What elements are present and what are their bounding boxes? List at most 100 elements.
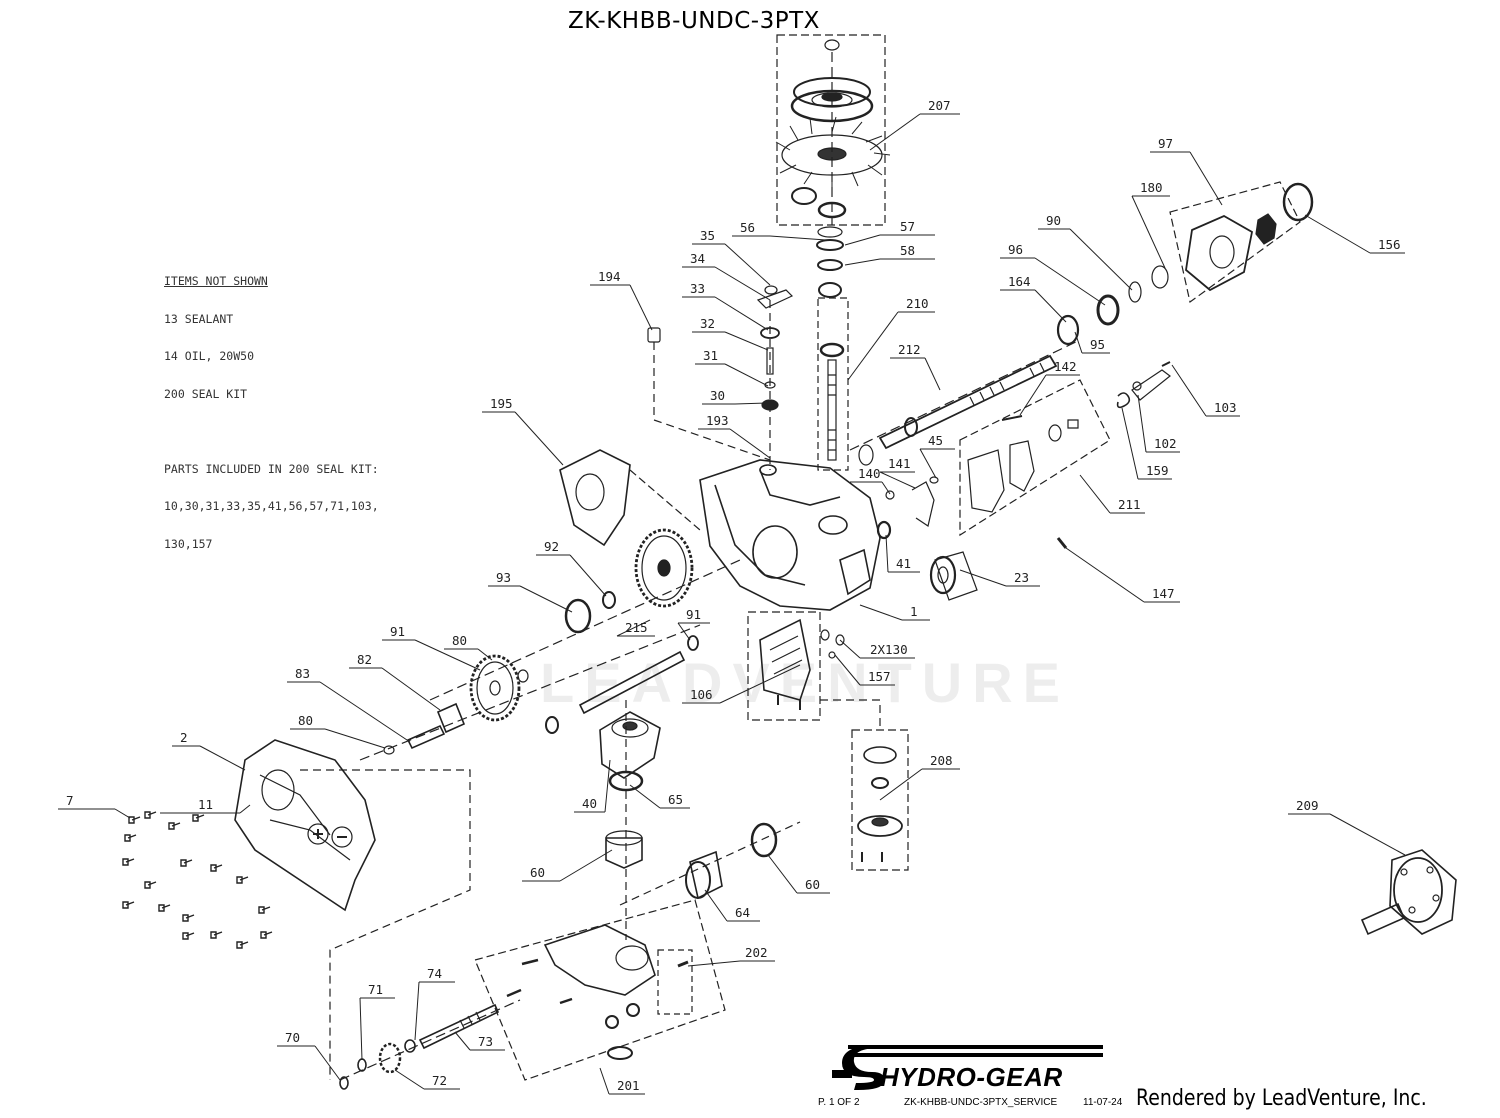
countershaft-215 bbox=[578, 650, 686, 715]
callout-leader bbox=[359, 997, 363, 1061]
bolt bbox=[180, 859, 193, 867]
end-cover-group bbox=[234, 739, 471, 1080]
arm-pivot bbox=[1132, 381, 1142, 391]
housing-ribs bbox=[714, 469, 841, 586]
bolt bbox=[192, 814, 205, 822]
callout-80: 80 bbox=[452, 633, 467, 648]
bearing-93 bbox=[564, 598, 592, 634]
callout-73: 73 bbox=[478, 1034, 493, 1049]
callout-96: 96 bbox=[1008, 242, 1023, 257]
callout-95: 95 bbox=[1090, 337, 1105, 352]
group-box bbox=[776, 34, 886, 226]
callout-leader bbox=[834, 654, 861, 686]
pump-housing-40 bbox=[599, 711, 661, 779]
callout-leader bbox=[514, 411, 564, 466]
callout-leaders bbox=[58, 113, 1406, 1095]
pump-shaft-73 bbox=[418, 1003, 500, 1050]
washer-45 bbox=[929, 476, 939, 484]
callout-leader bbox=[859, 604, 903, 621]
thrust-bearing-60 bbox=[750, 822, 778, 858]
callout-leader bbox=[847, 311, 899, 381]
bolt bbox=[182, 932, 195, 940]
washer-80 bbox=[517, 669, 529, 683]
bolt bbox=[144, 881, 157, 889]
callout-195: 195 bbox=[490, 396, 513, 411]
callout-65: 65 bbox=[668, 792, 683, 807]
logo-bar bbox=[832, 1070, 852, 1078]
callout-leader bbox=[519, 585, 573, 613]
plug-201b bbox=[626, 1003, 640, 1017]
callout-leader bbox=[919, 448, 937, 479]
brake-plate bbox=[967, 449, 1005, 513]
valve-seat bbox=[871, 777, 889, 789]
callout-74: 74 bbox=[427, 966, 442, 981]
side-cover-195 bbox=[559, 449, 631, 547]
side-cover-group bbox=[559, 449, 701, 547]
callout-leader bbox=[881, 481, 891, 495]
bearing-23-bore bbox=[937, 566, 949, 584]
callout-leader bbox=[959, 569, 1007, 587]
ring-71 bbox=[357, 1058, 367, 1072]
callout-leader bbox=[1329, 813, 1406, 856]
bull-gear-group bbox=[564, 528, 699, 651]
ring-90 bbox=[1128, 281, 1142, 303]
notes-line: 130,157 bbox=[164, 536, 213, 551]
bolt bbox=[122, 858, 135, 866]
callout-2: 2 bbox=[180, 730, 188, 745]
callout-32: 32 bbox=[700, 316, 715, 331]
valve-202-box bbox=[657, 949, 693, 1015]
pinion-82 bbox=[436, 702, 466, 734]
callout-leader bbox=[324, 728, 386, 749]
gear-72 bbox=[378, 1042, 402, 1074]
brake-arm bbox=[1009, 440, 1035, 492]
lever-plate bbox=[756, 289, 794, 309]
callout-91: 91 bbox=[686, 607, 701, 622]
footer-doc-id: ZK-KHBB-UNDC-3PTX_SERVICE bbox=[904, 1097, 1058, 1108]
callout-211: 211 bbox=[1118, 497, 1141, 512]
callout-leader bbox=[604, 759, 611, 813]
hydro-gear-logo bbox=[832, 1045, 1103, 1090]
callout-208: 208 bbox=[930, 753, 953, 768]
bearing-96 bbox=[1096, 294, 1120, 326]
main-housing bbox=[699, 459, 881, 611]
valve-plate bbox=[857, 815, 903, 837]
bull-gear-hub bbox=[657, 559, 671, 577]
housing-bolts bbox=[506, 958, 573, 1005]
callout-64: 64 bbox=[735, 905, 750, 920]
lever-bolt bbox=[764, 285, 778, 295]
bypass-rod-group bbox=[756, 285, 794, 470]
washer-74 bbox=[404, 1039, 416, 1053]
spring-159 bbox=[1116, 392, 1131, 409]
notes-line: ITEMS NOT SHOWN bbox=[164, 274, 268, 288]
callout-leader bbox=[414, 981, 420, 1041]
callout-leader bbox=[724, 331, 769, 351]
callout-leader bbox=[869, 113, 921, 151]
output-axle-group bbox=[1360, 849, 1457, 936]
cylinder-top bbox=[605, 830, 643, 846]
footer-date: 11-07-24 bbox=[1083, 1097, 1123, 1108]
callout-82: 82 bbox=[357, 652, 372, 667]
logo-line bbox=[848, 1053, 1103, 1057]
gear-axis-upper bbox=[429, 559, 741, 701]
cylinder-block-60 bbox=[605, 837, 643, 869]
shaft-group-box bbox=[817, 297, 849, 471]
arm-102 bbox=[1131, 369, 1171, 401]
callout-leader bbox=[559, 849, 613, 882]
callout-207: 207 bbox=[928, 98, 951, 113]
callout-140: 140 bbox=[858, 466, 881, 481]
callout-180: 180 bbox=[1140, 180, 1163, 195]
wheel-hub-group bbox=[1169, 181, 1314, 304]
flange-hole bbox=[1432, 894, 1440, 902]
callout-141: 141 bbox=[888, 456, 911, 471]
callout-157: 157 bbox=[868, 669, 891, 684]
swash-housing-201 bbox=[543, 924, 656, 996]
bracket-141 bbox=[911, 481, 935, 527]
clip-103 bbox=[1161, 361, 1171, 367]
callout-102: 102 bbox=[1154, 436, 1177, 451]
callout-leader bbox=[569, 554, 607, 597]
cover-bore bbox=[575, 473, 605, 511]
callout-leader bbox=[1079, 474, 1111, 514]
hub-nut bbox=[1255, 213, 1277, 245]
motor-block-64 bbox=[689, 850, 723, 900]
